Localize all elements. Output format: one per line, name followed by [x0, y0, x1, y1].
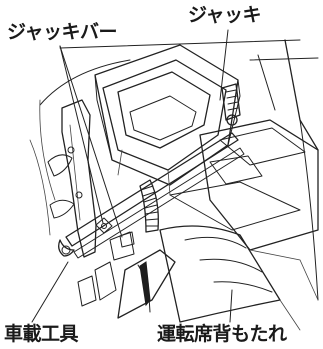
cargo-area-outline: [29, 39, 319, 301]
tool-bag: [77, 231, 176, 319]
jack-label: ジャッキ: [188, 4, 262, 26]
corrugated-hose: [139, 179, 159, 233]
side-bracket: [47, 99, 97, 258]
jack-bar-label: ジャッキバー: [7, 21, 118, 43]
leader-lines: [31, 29, 233, 323]
jack-bar: [58, 132, 245, 259]
jack-housing: [94, 44, 241, 196]
seatback-label: 運転席背もたれ: [157, 323, 287, 345]
tools-label: 車載工具: [4, 323, 79, 345]
seatback-and-console: [159, 119, 319, 331]
